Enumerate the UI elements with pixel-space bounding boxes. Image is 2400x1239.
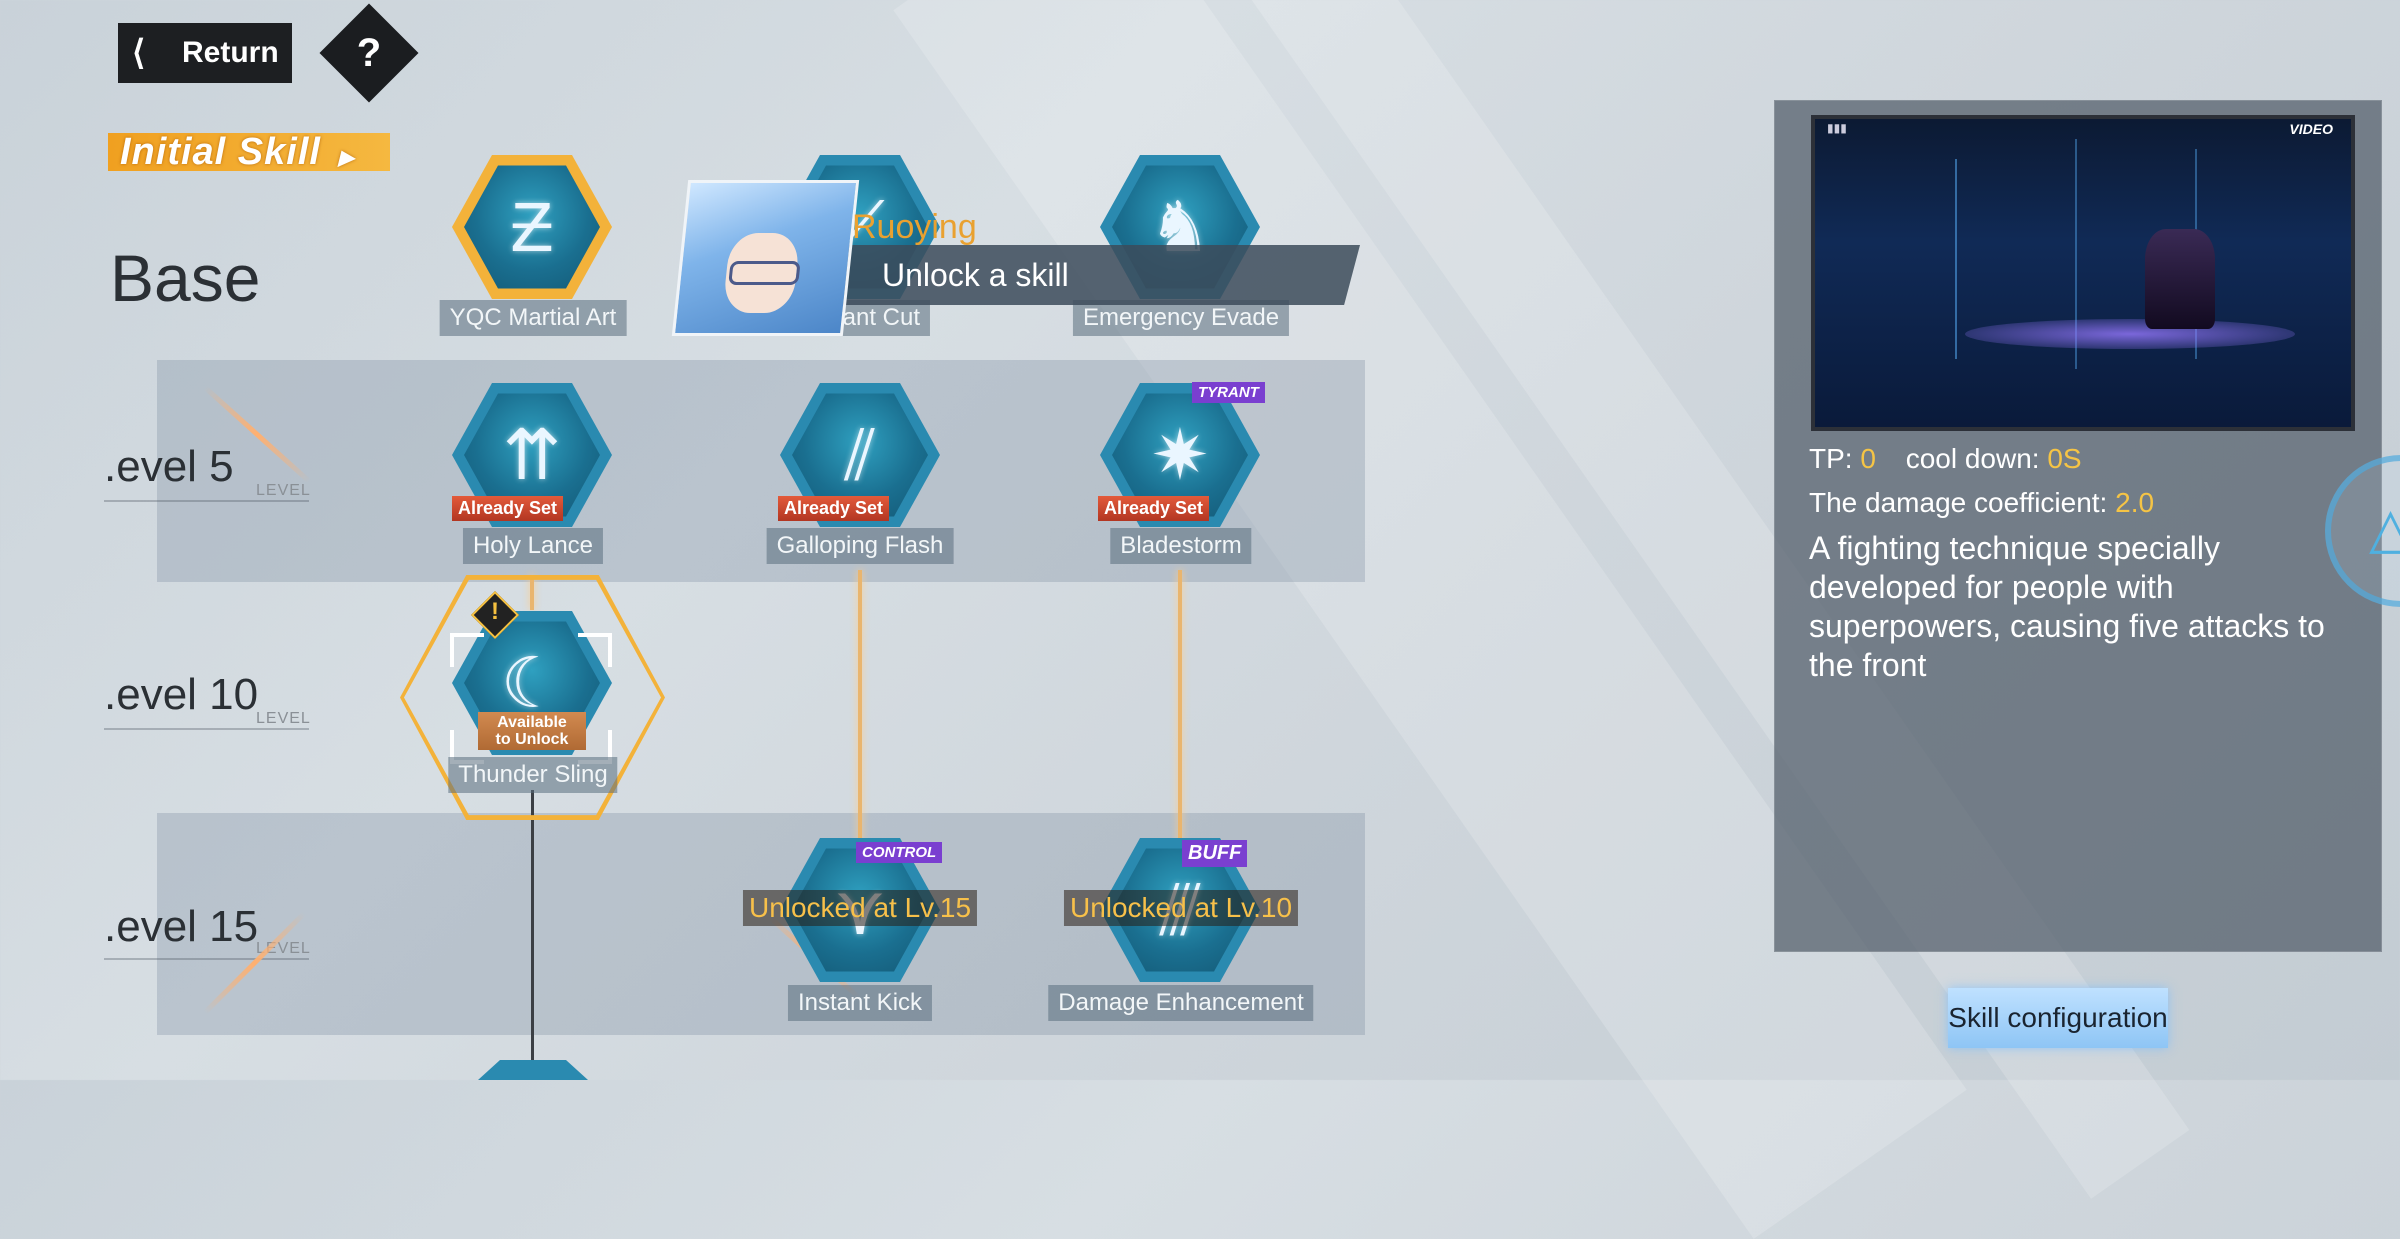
popup-bar — [830, 245, 1360, 305]
skill-detail-panel: ▮▮▮ VIDEO TP: 0 cool down: 0S The damage… — [1774, 100, 2382, 952]
connector-line — [858, 570, 862, 850]
triangle-icon: △ — [2369, 496, 2400, 559]
flash-slash-icon: ⫽ — [844, 416, 876, 494]
thunder-sling-icon: ☾ — [500, 644, 564, 722]
popup-message: Unlock a skill — [882, 257, 1069, 293]
return-label: Return — [182, 36, 279, 69]
already-set-badge: Already Set — [1098, 496, 1210, 521]
buff-tag: BUFF — [1182, 840, 1248, 867]
initial-skill-title: Initial Skill — [120, 131, 321, 173]
return-button[interactable]: ⟨ Return — [118, 23, 292, 83]
already-set-badge: Already Set — [452, 496, 564, 521]
level-sublabel: LEVEL — [256, 710, 311, 727]
skill-configuration-button[interactable]: Skill configuration — [1948, 988, 2168, 1048]
connector-line — [530, 575, 534, 610]
avatar-glasses — [728, 261, 801, 285]
skill-holy-lance[interactable]: ⇈ — [452, 380, 612, 530]
damage-label: The damage coefficient: — [1809, 487, 2108, 518]
control-tag: CONTROL — [856, 842, 943, 863]
selection-bracket-tr — [578, 633, 612, 667]
connector-line — [531, 790, 534, 1080]
skill-yqc-martial-art[interactable]: Ƶ — [452, 152, 612, 302]
connector-line — [1178, 570, 1182, 850]
help-icon: ? — [356, 30, 382, 75]
already-set-badge: Already Set — [778, 496, 890, 521]
row-label-base: Base — [110, 241, 261, 315]
skill-name-holy-lance: Holy Lance — [462, 528, 604, 564]
lances-icon: ⇈ — [502, 416, 562, 494]
character-avatar — [671, 180, 860, 336]
skill-icon-bg: Ƶ — [464, 165, 600, 289]
character-popup: Ruoying Unlock a skill — [671, 180, 1360, 336]
tyrant-tag: TYRANT — [1192, 382, 1265, 403]
video-character — [2145, 229, 2215, 329]
slash-z-icon: Ƶ — [510, 188, 554, 266]
skill-name-emergency-evade: Emergency Evade — [1072, 300, 1290, 336]
selection-bracket-tl — [450, 633, 484, 667]
video-tag: VIDEO — [2289, 121, 2333, 137]
row-underline — [104, 500, 309, 502]
skill-name-bladestorm: Bladestorm — [1110, 528, 1252, 564]
damage-value: 2.0 — [2115, 487, 2155, 518]
video-grid-line — [2075, 139, 2077, 369]
skill-name-damage-enhancement: Damage Enhancement — [1048, 985, 1314, 1021]
unlock-level-label: Unlocked at Lv.10 — [1063, 890, 1299, 926]
tp-value: 0 — [1860, 443, 1876, 474]
skill-partial-next[interactable] — [478, 1060, 588, 1080]
character-name: Ruoying — [852, 208, 977, 246]
skill-description: A fighting technique specially developed… — [1809, 530, 2325, 683]
cooldown-label: cool down: — [1905, 443, 2040, 474]
damage-stat: The damage coefficient: 2.0 — [1809, 487, 2154, 519]
skill-name-yqc: YQC Martial Art — [439, 300, 627, 336]
row-label-level15: .evel 15 — [104, 902, 259, 951]
skill-icon-bg: ⫽ — [792, 393, 928, 517]
help-button[interactable]: ? — [319, 3, 419, 103]
level-sublabel: LEVEL — [256, 482, 311, 499]
bladestorm-icon: ✷ — [1150, 416, 1210, 494]
video-grid-line — [1955, 159, 1957, 359]
available-to-unlock-badge: Available to Unlock — [478, 712, 586, 750]
row-underline — [104, 958, 309, 960]
warning-mark: ! — [491, 598, 499, 625]
skill-name-thunder-sling: Thunder Sling — [448, 757, 618, 793]
arrow-right-icon: ▶ — [338, 147, 355, 169]
skill-video-preview[interactable]: ▮▮▮ VIDEO — [1811, 115, 2355, 431]
initial-skill-tag: Initial Skill ▶ — [108, 133, 390, 171]
row-label-level5: .evel 5 — [104, 442, 234, 491]
tp-stat: TP: 0 cool down: 0S — [1809, 443, 2082, 475]
return-icon: ⟨ — [132, 34, 146, 72]
cooldown-value: 0S — [2047, 443, 2082, 474]
skill-name-instant-kick: Instant Kick — [787, 985, 933, 1021]
video-floor-glow — [1965, 319, 2295, 349]
skill-name-galloping-flash: Galloping Flash — [766, 528, 954, 564]
row-label-level10: .evel 10 — [104, 670, 259, 719]
video-dots: ▮▮▮ — [1827, 121, 1847, 135]
tp-label: TP: — [1809, 443, 1853, 474]
unlock-level-label: Unlocked at Lv.15 — [742, 890, 978, 926]
row-underline — [104, 728, 309, 730]
